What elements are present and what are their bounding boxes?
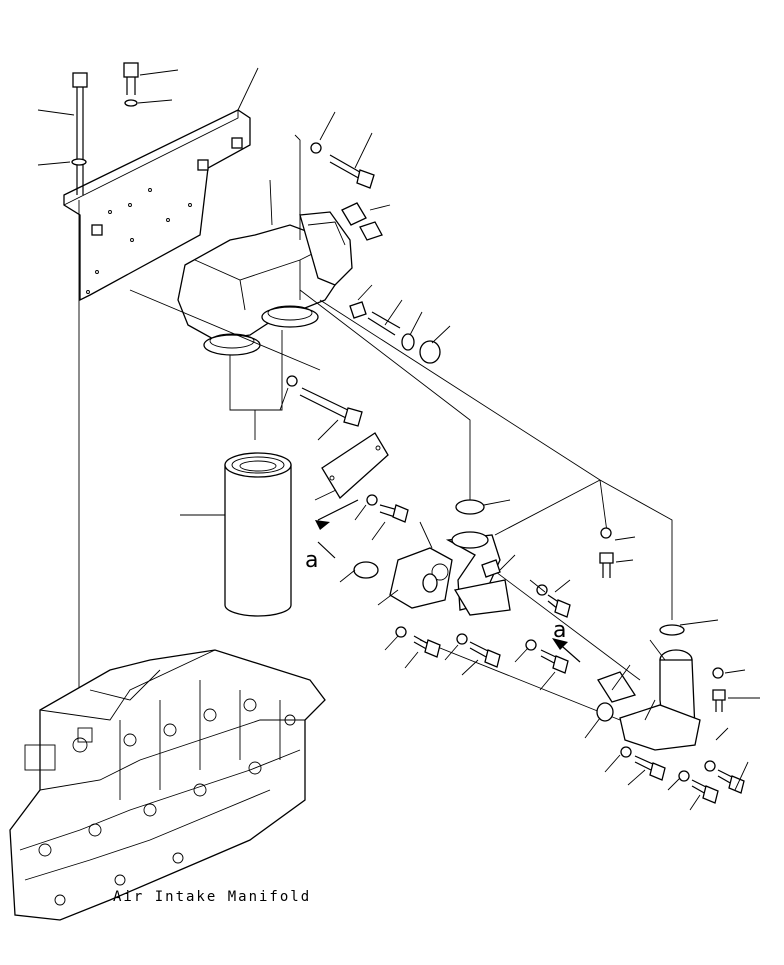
- engine-block: [9, 649, 326, 921]
- adapter-plate: [314, 432, 409, 559]
- short-bolt: [123, 62, 259, 111]
- head-bolt: [310, 111, 375, 189]
- long-bolt: [37, 72, 88, 700]
- manifold-caption: Air Intake Manifold: [113, 889, 312, 905]
- flange-block: [339, 521, 453, 609]
- right-bolts-upper: [529, 527, 636, 618]
- mounting-bracket: [63, 109, 251, 302]
- right-bolts-lower: [604, 667, 760, 811]
- filter-bolt: [279, 375, 363, 441]
- leader-lines: [129, 289, 673, 721]
- filter-head: [177, 134, 353, 440]
- relief-valve-parts: [341, 202, 451, 364]
- outlet-elbow: [552, 619, 719, 751]
- filter-element: [180, 452, 292, 617]
- elbow-pipe: [445, 499, 516, 616]
- view-mark-a-left: a: [305, 548, 319, 573]
- view-mark-a-right: a: [553, 618, 567, 643]
- mid-bolts: [384, 626, 569, 691]
